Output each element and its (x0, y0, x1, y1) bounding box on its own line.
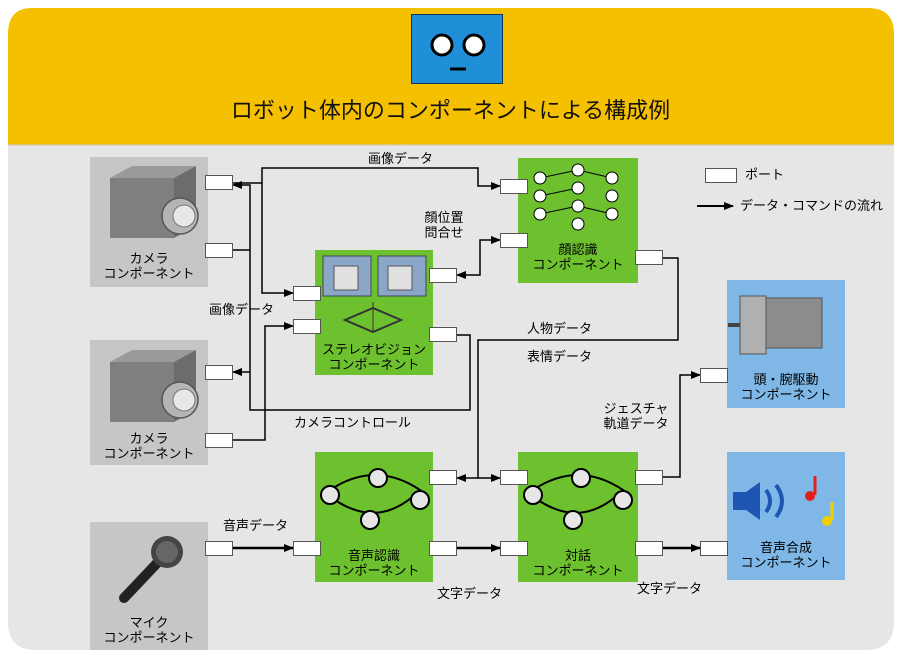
flow-label-face-query: 顔位置問合せ (424, 211, 464, 241)
port-stereo-in2 (293, 319, 321, 334)
flow-image-to-face (261, 167, 501, 190)
state-machine-icon (523, 468, 633, 530)
page-title: ロボット体内のコンポーネントによる構成例 (230, 99, 671, 124)
legend-flow-label: データ・コマンドの流れ (740, 199, 884, 214)
state-machine-icon (320, 468, 430, 530)
port-face-in2 (500, 233, 528, 248)
cube-icon (322, 255, 427, 334)
flow-label-person: 人物データ (527, 322, 593, 337)
camera-icon (110, 166, 199, 238)
diagram-panel (8, 145, 894, 650)
port-mic-out (205, 541, 233, 556)
camera1-label: カメラコンポーネント (103, 252, 195, 282)
port-dialog-in2 (500, 541, 528, 556)
port-stereo-out1 (429, 268, 457, 283)
port-face-out (635, 250, 663, 265)
flow-label-voice: 音声データ (223, 519, 289, 534)
port-dialog-out2 (635, 541, 663, 556)
port-speechrec-in (293, 541, 321, 556)
port-camera1-out1 (205, 175, 233, 190)
camera-icon (110, 350, 199, 422)
speech-syn-label: 音声合成コンポーネント (740, 541, 832, 571)
flow-label-image-top: 画像データ (368, 152, 434, 167)
stereo-label: ステレオビジョンコンポーネント (321, 343, 426, 373)
flow-label-image-left: 画像データ (209, 303, 275, 318)
flow-label-text1: 文字データ (437, 587, 503, 602)
neural-net-icon (533, 163, 619, 231)
flow-label-gesture: ジェスチャ軌道データ (603, 402, 669, 432)
music-note-icon (805, 476, 834, 526)
microphone-icon (119, 536, 183, 603)
port-camera2-out2 (205, 433, 233, 448)
flow-label-expression: 表情データ (527, 350, 593, 365)
port-stereo-out2 (429, 327, 457, 342)
face-label: 顔認識コンポーネント (532, 243, 624, 273)
port-camera2-out1 (205, 365, 233, 380)
legend-port-label: ポート (745, 168, 785, 183)
speech-syn-box (727, 452, 845, 580)
legend-port-swatch (705, 168, 737, 183)
port-stereo-in1 (293, 286, 321, 301)
port-dialog-out1 (635, 470, 663, 485)
flow-label-text2: 文字データ (637, 582, 703, 597)
port-speechsyn-in (700, 541, 728, 556)
port-speechrec-out1 (429, 470, 457, 485)
head-arm-label: 頭・腕駆動コンポーネント (740, 373, 832, 403)
motor-icon (728, 295, 823, 355)
camera2-label: カメラコンポーネント (103, 432, 195, 462)
port-speechrec-out2 (429, 541, 457, 556)
speaker-icon (733, 482, 784, 520)
mic-box (90, 522, 208, 650)
port-dialog-in1 (500, 470, 528, 485)
port-face-in1 (500, 179, 528, 194)
flow-label-camera-control: カメラコントロール (294, 416, 412, 431)
mic-label: マイクコンポーネント (103, 616, 195, 646)
dialog-label: 対話コンポーネント (532, 549, 624, 579)
port-camera1-out2 (205, 243, 233, 258)
port-headarm-in (700, 368, 728, 383)
speech-rec-label: 音声認識コンポーネント (328, 549, 420, 579)
robot-face-icon (411, 14, 503, 84)
